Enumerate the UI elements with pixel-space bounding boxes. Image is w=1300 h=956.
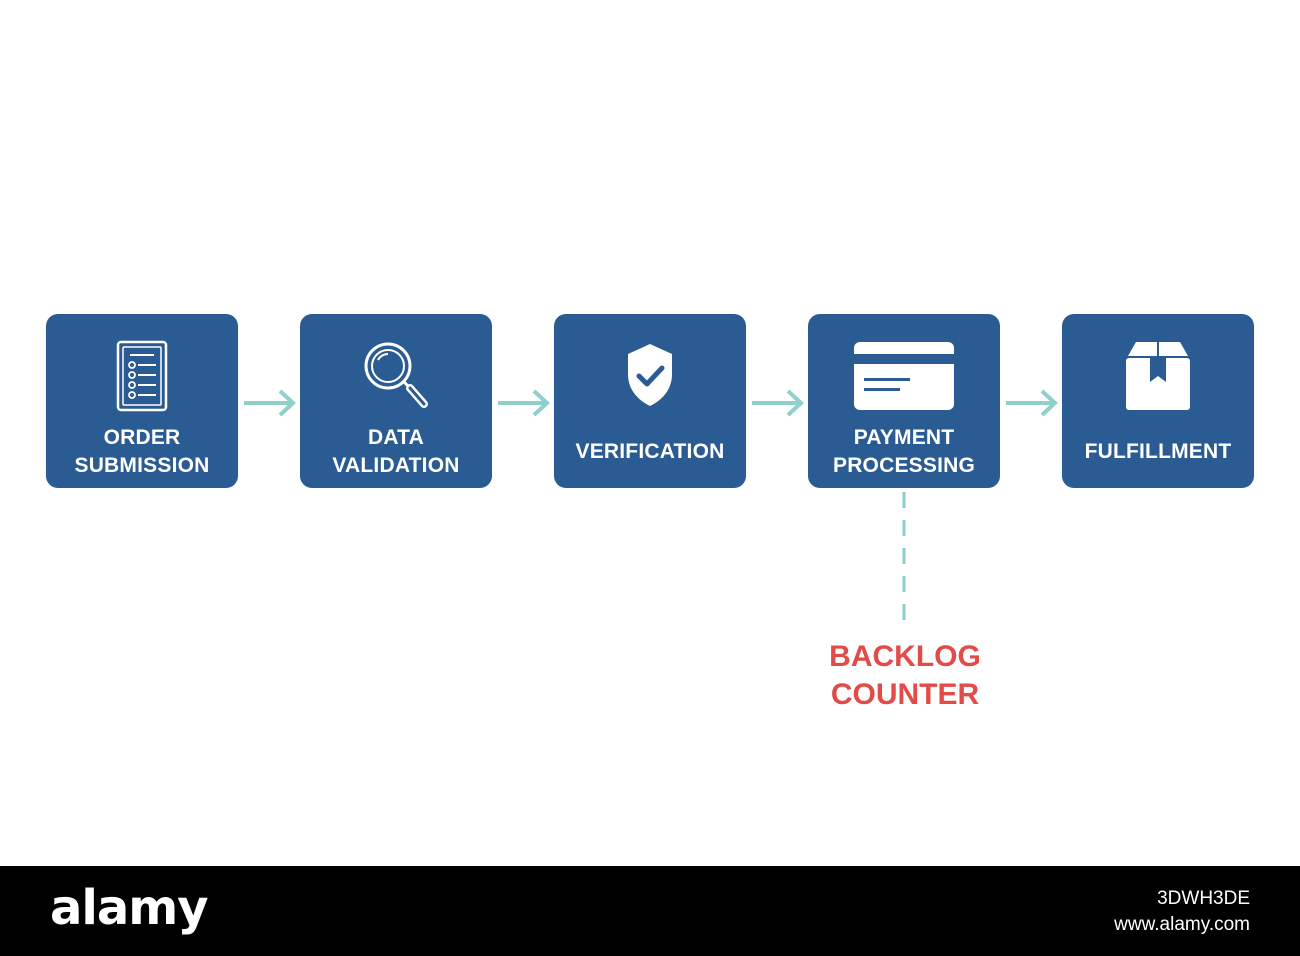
shield-check-icon [554, 338, 746, 414]
checklist-document-icon [46, 338, 238, 414]
flow-arrow [498, 389, 550, 417]
magnifying-glass-icon [300, 338, 492, 414]
step-label: FULFILLMENT [1084, 440, 1232, 463]
step-verification: VERIFICATION [554, 314, 746, 488]
alamy-logo: alamy [50, 880, 209, 936]
package-box-icon [1062, 338, 1254, 414]
step-label: ORDER SUBMISSION [74, 426, 210, 477]
dashed-connector [902, 492, 906, 626]
stock-footer-bar: alamy 3DWH3DE www.alamy.com [0, 866, 1300, 956]
step-label: DATA VALIDATION [332, 426, 460, 477]
step-data-validation: DATA VALIDATION [300, 314, 492, 488]
flow-arrow [244, 389, 296, 417]
step-payment-processing: PAYMENT PROCESSING [808, 314, 1000, 488]
step-fulfillment: FULFILLMENT [1062, 314, 1254, 488]
credit-card-icon [808, 338, 1000, 414]
step-label: PAYMENT PROCESSING [832, 426, 976, 477]
image-id: 3DWH3DE [1157, 888, 1250, 909]
step-label: VERIFICATION [575, 440, 725, 463]
backlog-counter-label: BACKLOG COUNTER [829, 640, 981, 711]
step-order-submission: ORDER SUBMISSION [46, 314, 238, 488]
flow-arrow [1006, 389, 1058, 417]
flow-arrow [752, 389, 804, 417]
site-url: www.alamy.com [1114, 914, 1250, 935]
process-flow-diagram: ORDER SUBMISSION DATA VALIDATION [46, 314, 1254, 711]
